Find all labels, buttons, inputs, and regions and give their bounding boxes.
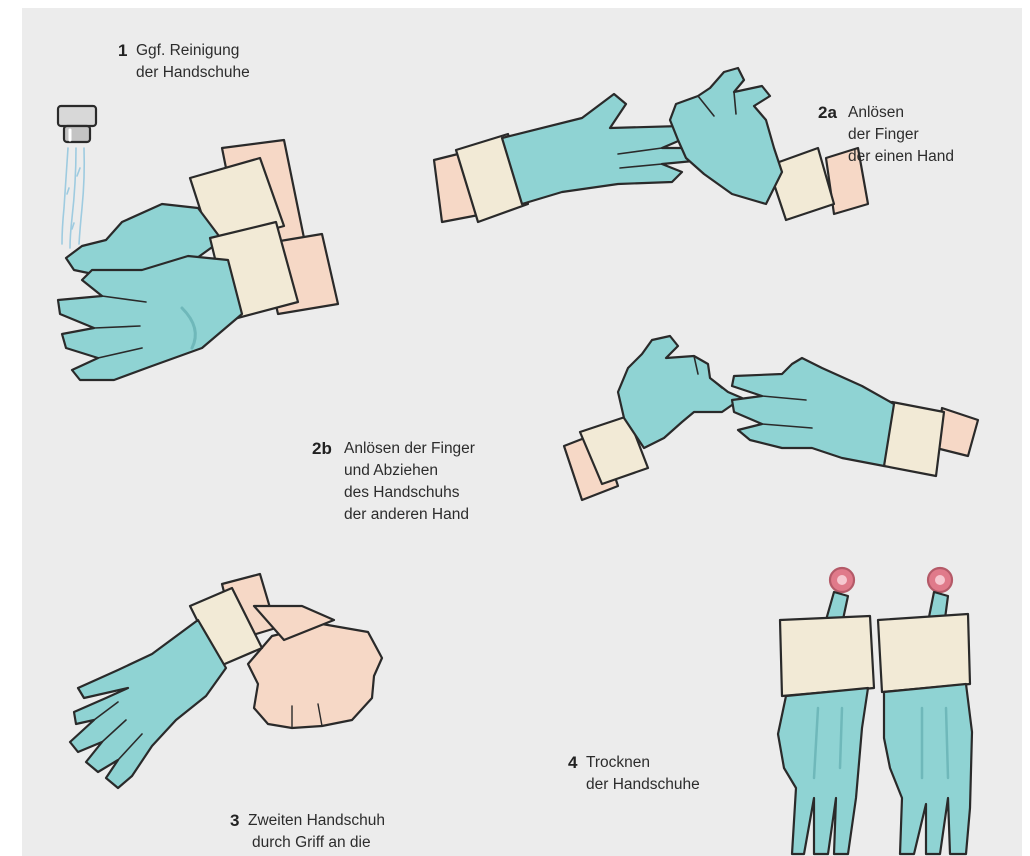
step-text-line: Anlösen der Finger <box>344 438 475 460</box>
step-text-line: des Handschuhs <box>344 482 475 504</box>
step-text-line: Anlösen <box>848 102 954 124</box>
step-2a-illustration <box>434 68 868 222</box>
step-text-line: der Finger <box>848 124 954 146</box>
step-4-illustration <box>778 568 972 854</box>
step-text-line: der anderen Hand <box>344 504 475 526</box>
step-text-line: und Abziehen <box>344 460 475 482</box>
diagram-panel: 1 Ggf. Reinigung der Handschuhe 2a Anlös… <box>22 8 1022 856</box>
faucet-icon <box>58 106 96 142</box>
step-text-line: Ggf. Reinigung <box>136 40 250 62</box>
step-number: 2b <box>312 438 332 460</box>
step-number: 3 <box>230 810 239 832</box>
water-stream <box>62 148 84 248</box>
step-text-line: der einen Hand <box>848 146 954 168</box>
step-2b-illustration <box>564 336 978 500</box>
step-text-line: Trocknen <box>586 752 700 774</box>
step-number: 1 <box>118 40 127 62</box>
step-number: 4 <box>568 752 577 774</box>
step-1-illustration <box>58 106 338 380</box>
step-3-illustration <box>70 574 382 788</box>
step-text-line: der Handschuhe <box>136 62 250 84</box>
step-text-line: durch Griff an die <box>248 832 385 854</box>
peg-left-icon <box>826 568 854 624</box>
step-number: 2a <box>818 102 837 124</box>
step-text-line: Zweiten Handschuh <box>248 810 385 832</box>
step-text-line: der Handschuhe <box>586 774 700 796</box>
